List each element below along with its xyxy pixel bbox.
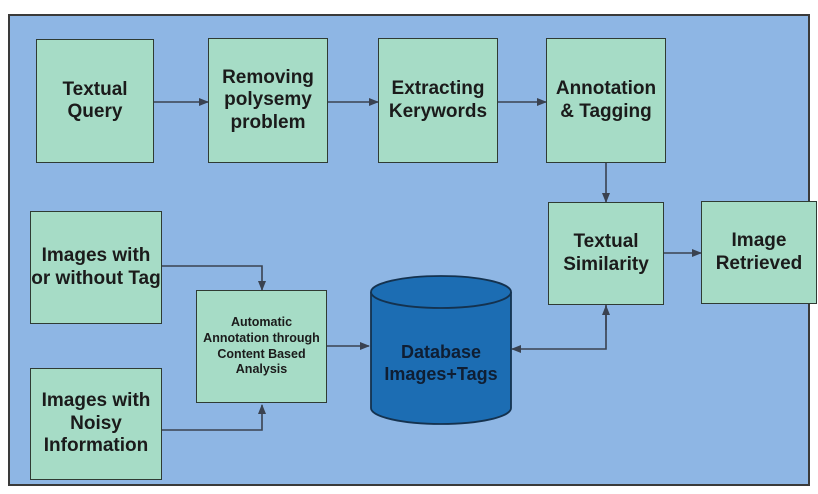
automatic-annotation-label: Automatic Annotation through Content Bas…: [203, 315, 320, 377]
textual-query-label: Textual Query: [62, 78, 128, 122]
arrow-tag-images-to-annotation: [162, 265, 266, 291]
textual-similarity-label: Textual Similarity: [563, 231, 649, 275]
arrow-similarity-to-database: [511, 305, 607, 353]
textual-query-box: Textual Query: [36, 39, 154, 163]
images-noisy-information-label: Images with Noisy Information: [41, 390, 151, 457]
annotation-tagging-label: Annotation & Tagging: [555, 78, 657, 122]
automatic-annotation-box: Automatic Annotation through Content Bas…: [196, 290, 327, 403]
removing-polysemy-box: Removing polysemy problem: [208, 38, 328, 163]
arrow-noisy-images-to-annotation: [162, 404, 266, 431]
images-with-or-without-tag-label: Images with or without Tag: [31, 245, 161, 289]
images-noisy-information-box: Images with Noisy Information: [30, 368, 162, 480]
database-cylinder: [370, 275, 512, 425]
image-retrieved-label: Image Retrieved: [715, 230, 803, 274]
images-with-or-without-tag-box: Images with or without Tag: [30, 211, 162, 324]
image-retrieved-box: Image Retrieved: [701, 201, 817, 304]
database-label: Database Images+Tags: [384, 342, 498, 384]
textual-similarity-box: Textual Similarity: [548, 202, 664, 305]
extracting-keywords-box: Extracting Kerywords: [378, 38, 498, 163]
removing-polysemy-label: Removing polysemy problem: [222, 66, 314, 133]
extracting-keywords-label: Extracting Kerywords: [388, 78, 488, 122]
annotation-tagging-box: Annotation & Tagging: [546, 38, 666, 163]
